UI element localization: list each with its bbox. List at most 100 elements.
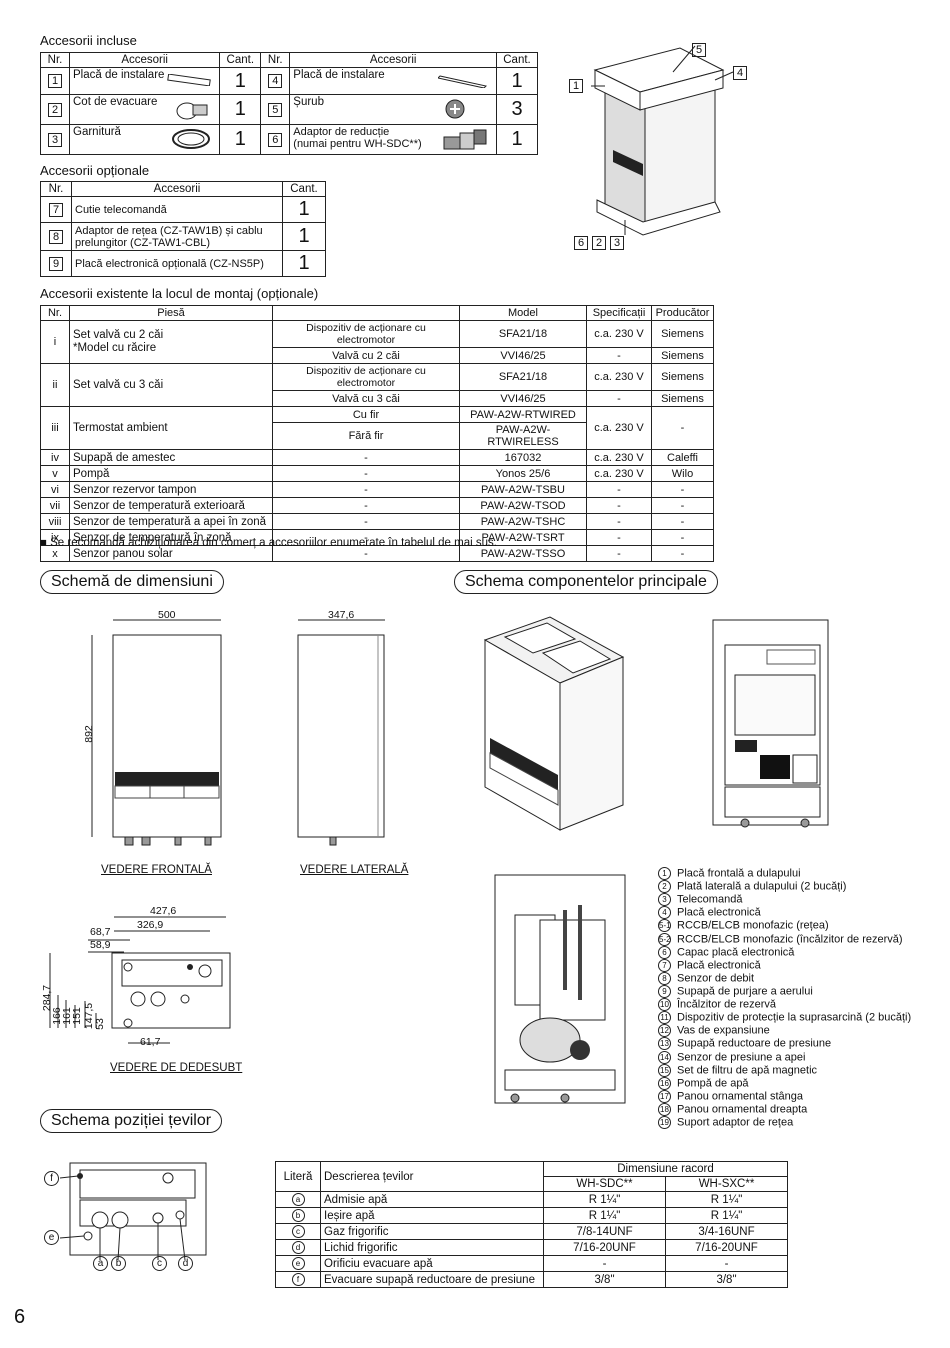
item-note: (numai pentru WH-SDC**) bbox=[293, 138, 422, 150]
item-name: Garnitură bbox=[73, 126, 121, 138]
item-number: 7 bbox=[658, 958, 671, 972]
item-text: RCCB/ELCB monofazic (încălzitor de rezer… bbox=[677, 932, 903, 945]
th-piesa: Piesă bbox=[69, 305, 273, 321]
drain-elbow-icon bbox=[176, 102, 208, 120]
item-text: Plată laterală a dulapului (2 bucăți) bbox=[677, 880, 847, 893]
pipe-label-b: b bbox=[111, 1256, 126, 1271]
row-nr: viii bbox=[40, 513, 70, 530]
item-text: Vas de expansiune bbox=[677, 1024, 770, 1037]
pipe-letter: f bbox=[291, 1273, 305, 1286]
item-qty: 1 bbox=[219, 124, 262, 155]
item-number: 16 bbox=[658, 1076, 671, 1090]
row-model: VVI46/25 bbox=[459, 390, 587, 407]
row-letter: a bbox=[275, 1191, 321, 1208]
item-number: 5-1 bbox=[658, 919, 671, 933]
row-nr: x bbox=[40, 545, 70, 562]
item-qty: 3 bbox=[496, 94, 538, 125]
pipe-letter: d bbox=[291, 1241, 305, 1254]
th-sdc: WH-SDC** bbox=[543, 1176, 666, 1192]
row-sxc: R 1¼" bbox=[665, 1191, 788, 1208]
row-desc: Ieșire apă bbox=[320, 1207, 544, 1224]
item-number: 13 bbox=[658, 1037, 671, 1051]
row-prod: - bbox=[651, 406, 714, 450]
row-sxc: R 1¼" bbox=[665, 1207, 788, 1224]
row-prod: Siemens bbox=[651, 320, 714, 348]
item-name: Cutie telecomandă bbox=[75, 203, 167, 216]
caption-side: VEDERE LATERALĂ bbox=[300, 864, 409, 876]
row-model: PAW-A2W-RTWIRED bbox=[459, 406, 587, 423]
item-number: 4 bbox=[658, 906, 671, 920]
gasket-icon bbox=[172, 129, 211, 149]
row-prod: - bbox=[651, 481, 714, 498]
table-row: 7 Cutie telecomandă 1 bbox=[40, 196, 326, 223]
row-sdc: 7/16-20UNF bbox=[543, 1239, 666, 1256]
row-sdc: R 1¼" bbox=[543, 1207, 666, 1224]
item-qty: 1 bbox=[282, 222, 326, 251]
row-nr: vii bbox=[40, 497, 70, 514]
item-number: 8 bbox=[658, 971, 671, 985]
row-letter: b bbox=[275, 1207, 321, 1224]
table-row: ii Set valvă cu 3 căi Dispozitiv de acți… bbox=[40, 363, 714, 407]
existente-table: Nr. Piesă Model Specificații Producător … bbox=[40, 305, 714, 562]
pack-label-5: 5 bbox=[692, 43, 706, 57]
row-sdc: 7/8-14UNF bbox=[543, 1223, 666, 1240]
unit-3d-drawing bbox=[483, 616, 625, 831]
pack-label-1: 1 bbox=[569, 79, 583, 93]
row-sub: Fără fir bbox=[272, 422, 460, 450]
page-number: 6 bbox=[14, 1306, 26, 1328]
row-piesa: Supapă de amestec bbox=[69, 449, 273, 466]
item-qty: 1 bbox=[282, 250, 326, 277]
table-row: 3 Garnitură 1 6 Adaptor de reducție(numa… bbox=[40, 124, 538, 155]
row-desc: Gaz frigorific bbox=[320, 1223, 544, 1240]
row-spec: - bbox=[586, 529, 652, 546]
dim-58: 58,9 bbox=[90, 939, 111, 951]
row-prod: - bbox=[651, 545, 714, 562]
item-number: 1 bbox=[48, 74, 62, 88]
item-number: 9 bbox=[658, 984, 671, 998]
incluse-title: Accesorii incluse bbox=[40, 33, 137, 48]
item-name: Cot de evacuare bbox=[73, 96, 158, 108]
row-spec: - bbox=[586, 390, 652, 407]
item-number: 3 bbox=[658, 893, 671, 907]
item-number: 2 bbox=[48, 102, 62, 117]
pipe-position-drawing bbox=[59, 1162, 207, 1261]
item-number: 10 bbox=[658, 998, 671, 1012]
table-row: 9 Placă electronică opțională (CZ-NS5P) … bbox=[40, 250, 326, 277]
item-number: 15 bbox=[658, 1063, 671, 1077]
table-row: i Set valvă cu 2 căi*Model cu răcire Dis… bbox=[40, 320, 714, 364]
row-piesa: Senzor rezervor tampon bbox=[69, 481, 273, 498]
existente-title: Accesorii existente la locul de montaj (… bbox=[40, 286, 319, 301]
row-sxc: 7/16-20UNF bbox=[665, 1239, 788, 1256]
row-prod: Siemens bbox=[651, 363, 714, 391]
item-number: 6 bbox=[658, 945, 671, 959]
item-number: 1 bbox=[658, 867, 671, 880]
row-model: SFA21/18 bbox=[459, 363, 587, 391]
item-number: 4 bbox=[268, 74, 283, 88]
row-sub: - bbox=[272, 497, 460, 514]
dim-500: 500 bbox=[158, 609, 176, 621]
table-row: Fără fir PAW-A2W-RTWIRELESS bbox=[41, 422, 714, 450]
item-qty: 1 bbox=[496, 67, 538, 95]
row-letter: c bbox=[275, 1223, 321, 1240]
row-prod: Caleffi bbox=[651, 449, 714, 466]
item-name: Adaptor de reducție bbox=[293, 126, 390, 138]
row-sub: Valvă cu 3 căi bbox=[272, 390, 460, 407]
item-number: 9 bbox=[49, 256, 63, 271]
item-number: 19 bbox=[658, 1116, 671, 1130]
screw-icon bbox=[445, 99, 465, 119]
item-number: 17 bbox=[658, 1089, 671, 1103]
tevi-title: Schema poziției țevilor bbox=[40, 1109, 223, 1133]
item-text: Senzor de debit bbox=[677, 972, 755, 985]
